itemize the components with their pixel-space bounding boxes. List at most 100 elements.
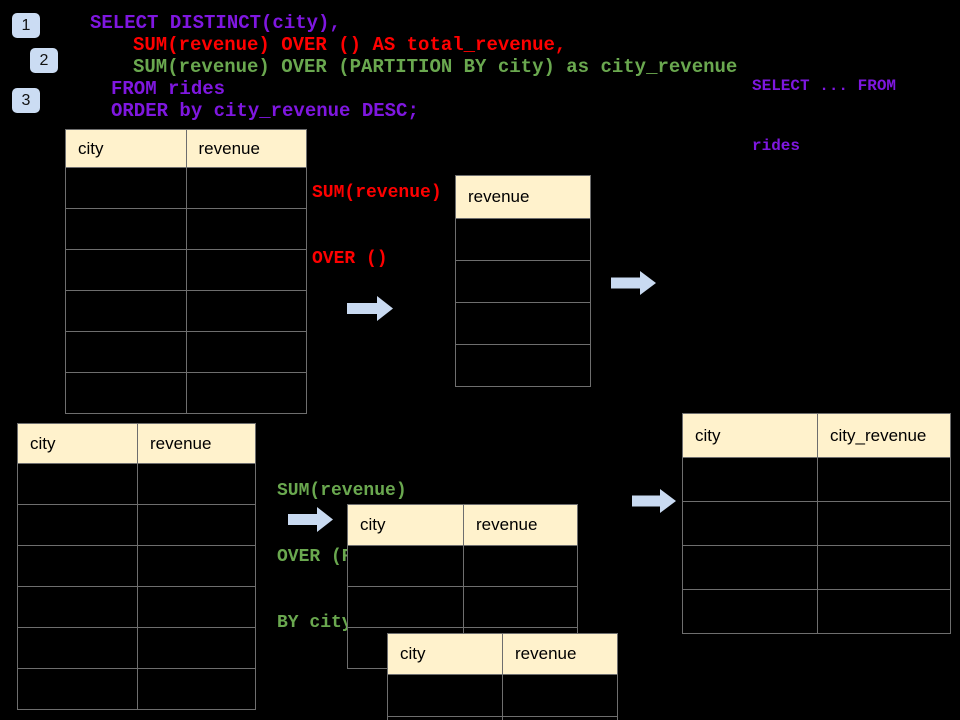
label-total-revenue-window: SUM(revenue) OVER () — [312, 138, 442, 314]
column-header-city-revenue: city_revenue — [817, 413, 951, 458]
table-header-row: city revenue — [387, 633, 618, 675]
table-row — [682, 457, 951, 502]
empty-cell — [17, 627, 138, 669]
empty-cell — [185, 167, 307, 209]
empty-cell — [817, 457, 951, 502]
column-header-city: city — [387, 633, 503, 675]
empty-cell — [185, 290, 307, 332]
empty-cell — [185, 372, 307, 414]
sql-line-order-by: ORDER by city_revenue DESC; — [111, 100, 419, 122]
side-note-line-2: rides — [752, 137, 801, 155]
empty-cell — [185, 249, 307, 291]
empty-cell — [17, 504, 138, 546]
table-row — [65, 372, 307, 414]
table-row — [682, 589, 951, 634]
table-row — [65, 249, 307, 291]
table-row — [387, 716, 618, 720]
empty-cell — [347, 586, 464, 628]
empty-cell — [463, 586, 578, 628]
empty-cell — [137, 586, 256, 628]
empty-cell — [185, 208, 307, 250]
column-header-city: city — [65, 129, 187, 168]
empty-cell — [185, 331, 307, 373]
table-row — [347, 545, 578, 587]
table-row — [65, 290, 307, 332]
table-row — [17, 504, 256, 546]
empty-cell — [65, 208, 187, 250]
table-row — [682, 545, 951, 590]
empty-cell — [65, 331, 187, 373]
table-row — [387, 674, 618, 717]
table-row — [455, 218, 591, 261]
empty-cell — [17, 545, 138, 587]
column-header-city: city — [682, 413, 818, 458]
empty-cell — [682, 545, 818, 590]
column-header-revenue: revenue — [185, 129, 307, 168]
table-row — [65, 208, 307, 250]
table-row — [455, 302, 591, 345]
empty-cell — [137, 463, 256, 505]
step-badge-3: 3 — [12, 88, 40, 113]
flow-arrow-to-partition-tables-icon — [288, 507, 333, 532]
table-header-row: city revenue — [17, 423, 256, 464]
side-note-select-from-rides: SELECT ... FROM rides — [752, 36, 896, 196]
table-row — [17, 586, 256, 628]
empty-cell — [387, 674, 503, 717]
table-row — [17, 668, 256, 710]
empty-cell — [137, 668, 256, 710]
table-row — [455, 260, 591, 303]
table-header-row: city city_revenue — [682, 413, 951, 458]
empty-cell — [455, 302, 591, 345]
empty-cell — [502, 716, 618, 720]
total-revenue-table: revenue — [455, 175, 591, 387]
label-total-line-1: SUM(revenue) — [312, 183, 442, 203]
sql-line-sum-partition: SUM(revenue) OVER (PARTITION BY city) as… — [133, 56, 738, 78]
result-table: city city_revenue — [682, 413, 951, 634]
source-table-top: city revenue — [65, 129, 307, 414]
empty-cell — [502, 674, 618, 717]
table-header-row: city revenue — [347, 504, 578, 546]
empty-cell — [347, 545, 464, 587]
empty-cell — [682, 457, 818, 502]
table-header-row: revenue — [455, 175, 591, 219]
empty-cell — [17, 463, 138, 505]
table-row — [455, 344, 591, 387]
table-row — [347, 586, 578, 628]
partition-table-front: city revenue — [387, 633, 618, 720]
table-row — [682, 501, 951, 546]
empty-cell — [65, 290, 187, 332]
empty-cell — [65, 249, 187, 291]
table-row — [17, 545, 256, 587]
label-total-line-2: OVER () — [312, 249, 388, 269]
step-badge-1: 1 — [12, 13, 40, 38]
side-note-line-1: SELECT ... FROM — [752, 77, 897, 95]
column-header-revenue: revenue — [455, 175, 591, 219]
empty-cell — [17, 668, 138, 710]
table-header-row: city revenue — [65, 129, 307, 168]
sql-line-from: FROM rides — [111, 78, 226, 100]
empty-cell — [65, 372, 187, 414]
empty-cell — [455, 260, 591, 303]
flow-arrow-from-total-revenue-icon — [611, 271, 656, 295]
empty-cell — [455, 218, 591, 261]
step-badge-2: 2 — [30, 48, 58, 73]
table-row — [65, 331, 307, 373]
column-header-revenue: revenue — [137, 423, 256, 464]
empty-cell — [682, 589, 818, 634]
column-header-city: city — [347, 504, 464, 546]
table-row — [17, 463, 256, 505]
label-partition-line-1: SUM(revenue) — [277, 481, 407, 501]
empty-cell — [817, 501, 951, 546]
empty-cell — [682, 501, 818, 546]
empty-cell — [65, 167, 187, 209]
empty-cell — [137, 545, 256, 587]
table-row — [17, 627, 256, 669]
empty-cell — [455, 344, 591, 387]
column-header-revenue: revenue — [502, 633, 618, 675]
empty-cell — [817, 545, 951, 590]
column-header-revenue: revenue — [463, 504, 578, 546]
flow-arrow-to-total-revenue-icon — [347, 296, 393, 321]
empty-cell — [137, 627, 256, 669]
empty-cell — [817, 589, 951, 634]
